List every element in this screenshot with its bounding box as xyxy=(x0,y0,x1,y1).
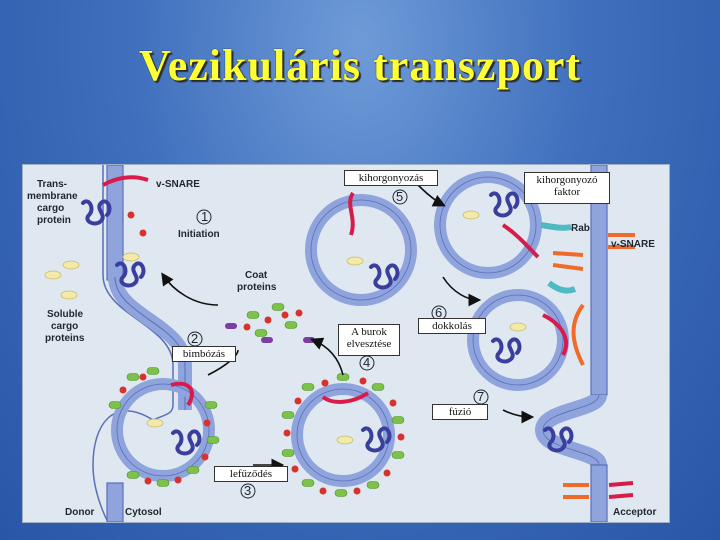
step-number-3: 3 xyxy=(244,483,251,498)
label-donor: Donor xyxy=(65,507,95,518)
transmembrane-cargo-protein xyxy=(81,175,149,288)
step-circle-4 xyxy=(359,355,375,371)
process-arrows xyxy=(161,184,535,472)
label-transmembrane-cargo-protein: Trans- membrane cargo protein xyxy=(27,179,80,226)
callout-dokkolas: dokkolás xyxy=(418,318,486,334)
budding-vesicle xyxy=(108,367,220,487)
slide-title: Vezikuláris transzport xyxy=(138,41,582,90)
step-number-6: 6 xyxy=(435,305,442,320)
step-number-5: 5 xyxy=(396,189,403,204)
callout-burok-elvesztese: A burok elvesztése xyxy=(338,324,400,356)
label-v-snare-right: v-SNARE xyxy=(611,239,655,250)
callout-kihorgonyozo-faktor: kihorgonyozó faktor xyxy=(524,172,610,204)
tethered-vesicle xyxy=(434,171,542,279)
label-coat-proteins: Coat proteins xyxy=(237,270,277,293)
step-circle-5 xyxy=(392,189,408,205)
callout-lefuzodes: lefűződés xyxy=(214,466,288,482)
step-circle-1 xyxy=(196,209,212,225)
label-rab: Rab xyxy=(571,223,590,234)
coated-vesicle xyxy=(281,373,405,497)
step-circle-3 xyxy=(240,483,256,499)
vesicular-transport-diagram: Trans- membrane cargo protein v-SNARE 1 … xyxy=(22,164,670,523)
acceptor-membrane xyxy=(534,165,635,522)
step-number-4: 4 xyxy=(363,355,370,370)
label-v-snare-top: v-SNARE xyxy=(156,179,200,190)
callout-kihorgonyozas: kihorgonyozás xyxy=(344,170,438,186)
free-coat-proteins xyxy=(225,303,315,343)
label-acceptor: Acceptor xyxy=(613,507,656,518)
step-number-1: 1 xyxy=(201,209,208,224)
callout-fuzio: fúzió xyxy=(432,404,488,420)
docked-vesicle xyxy=(467,289,585,391)
step-number-2: 2 xyxy=(191,331,198,346)
step-number-7: 7 xyxy=(477,389,484,404)
label-initiation: Initiation xyxy=(178,229,220,240)
label-soluble-cargo-proteins: Soluble cargo proteins xyxy=(45,309,86,344)
callout-bimbozas: bimbózás xyxy=(172,346,236,362)
diagram-canvas: Trans- membrane cargo protein v-SNARE 1 … xyxy=(27,165,656,522)
uncoated-vesicle xyxy=(305,191,417,306)
label-cytosol: Cytosol xyxy=(125,507,162,518)
